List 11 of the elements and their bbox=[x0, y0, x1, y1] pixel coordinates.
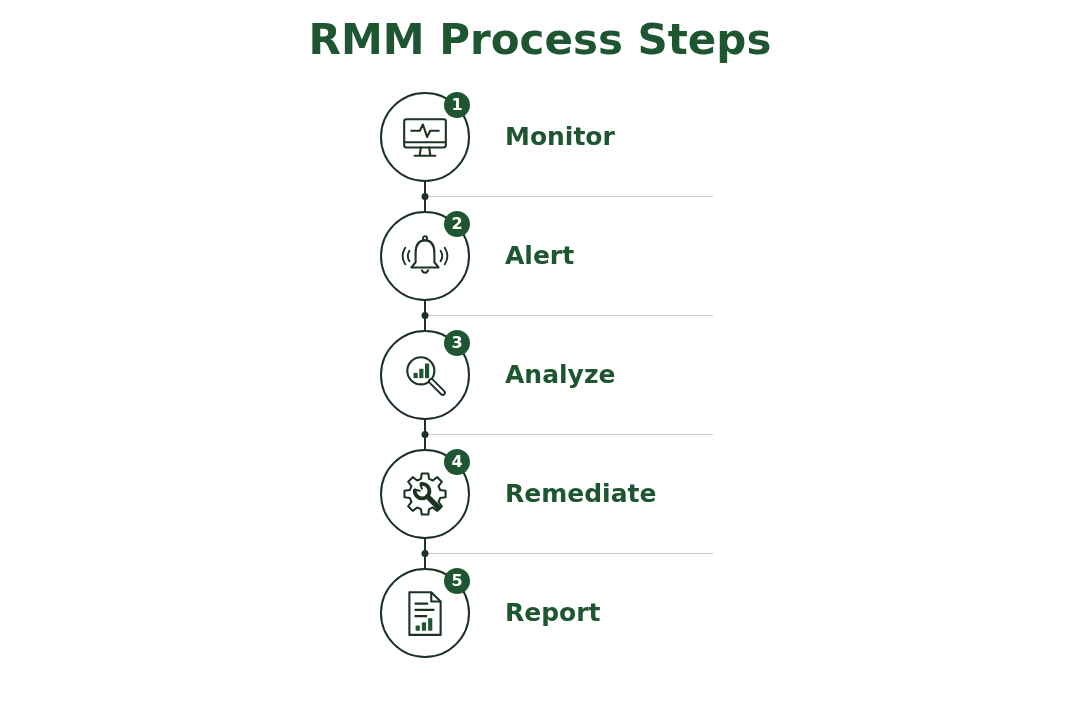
step-number: 1 bbox=[444, 92, 470, 118]
step-number: 2 bbox=[444, 211, 470, 237]
step-label: Monitor bbox=[505, 121, 615, 153]
step-label: Alert bbox=[505, 240, 575, 272]
step-number: 3 bbox=[444, 330, 470, 356]
step-label: Remediate bbox=[505, 478, 657, 510]
step-label: Report bbox=[505, 597, 601, 629]
step-number: 5 bbox=[444, 568, 470, 594]
step-number: 4 bbox=[444, 449, 470, 475]
step-label: Analyze bbox=[505, 359, 616, 391]
diagram-title: RMM Process Steps bbox=[307, 14, 773, 66]
